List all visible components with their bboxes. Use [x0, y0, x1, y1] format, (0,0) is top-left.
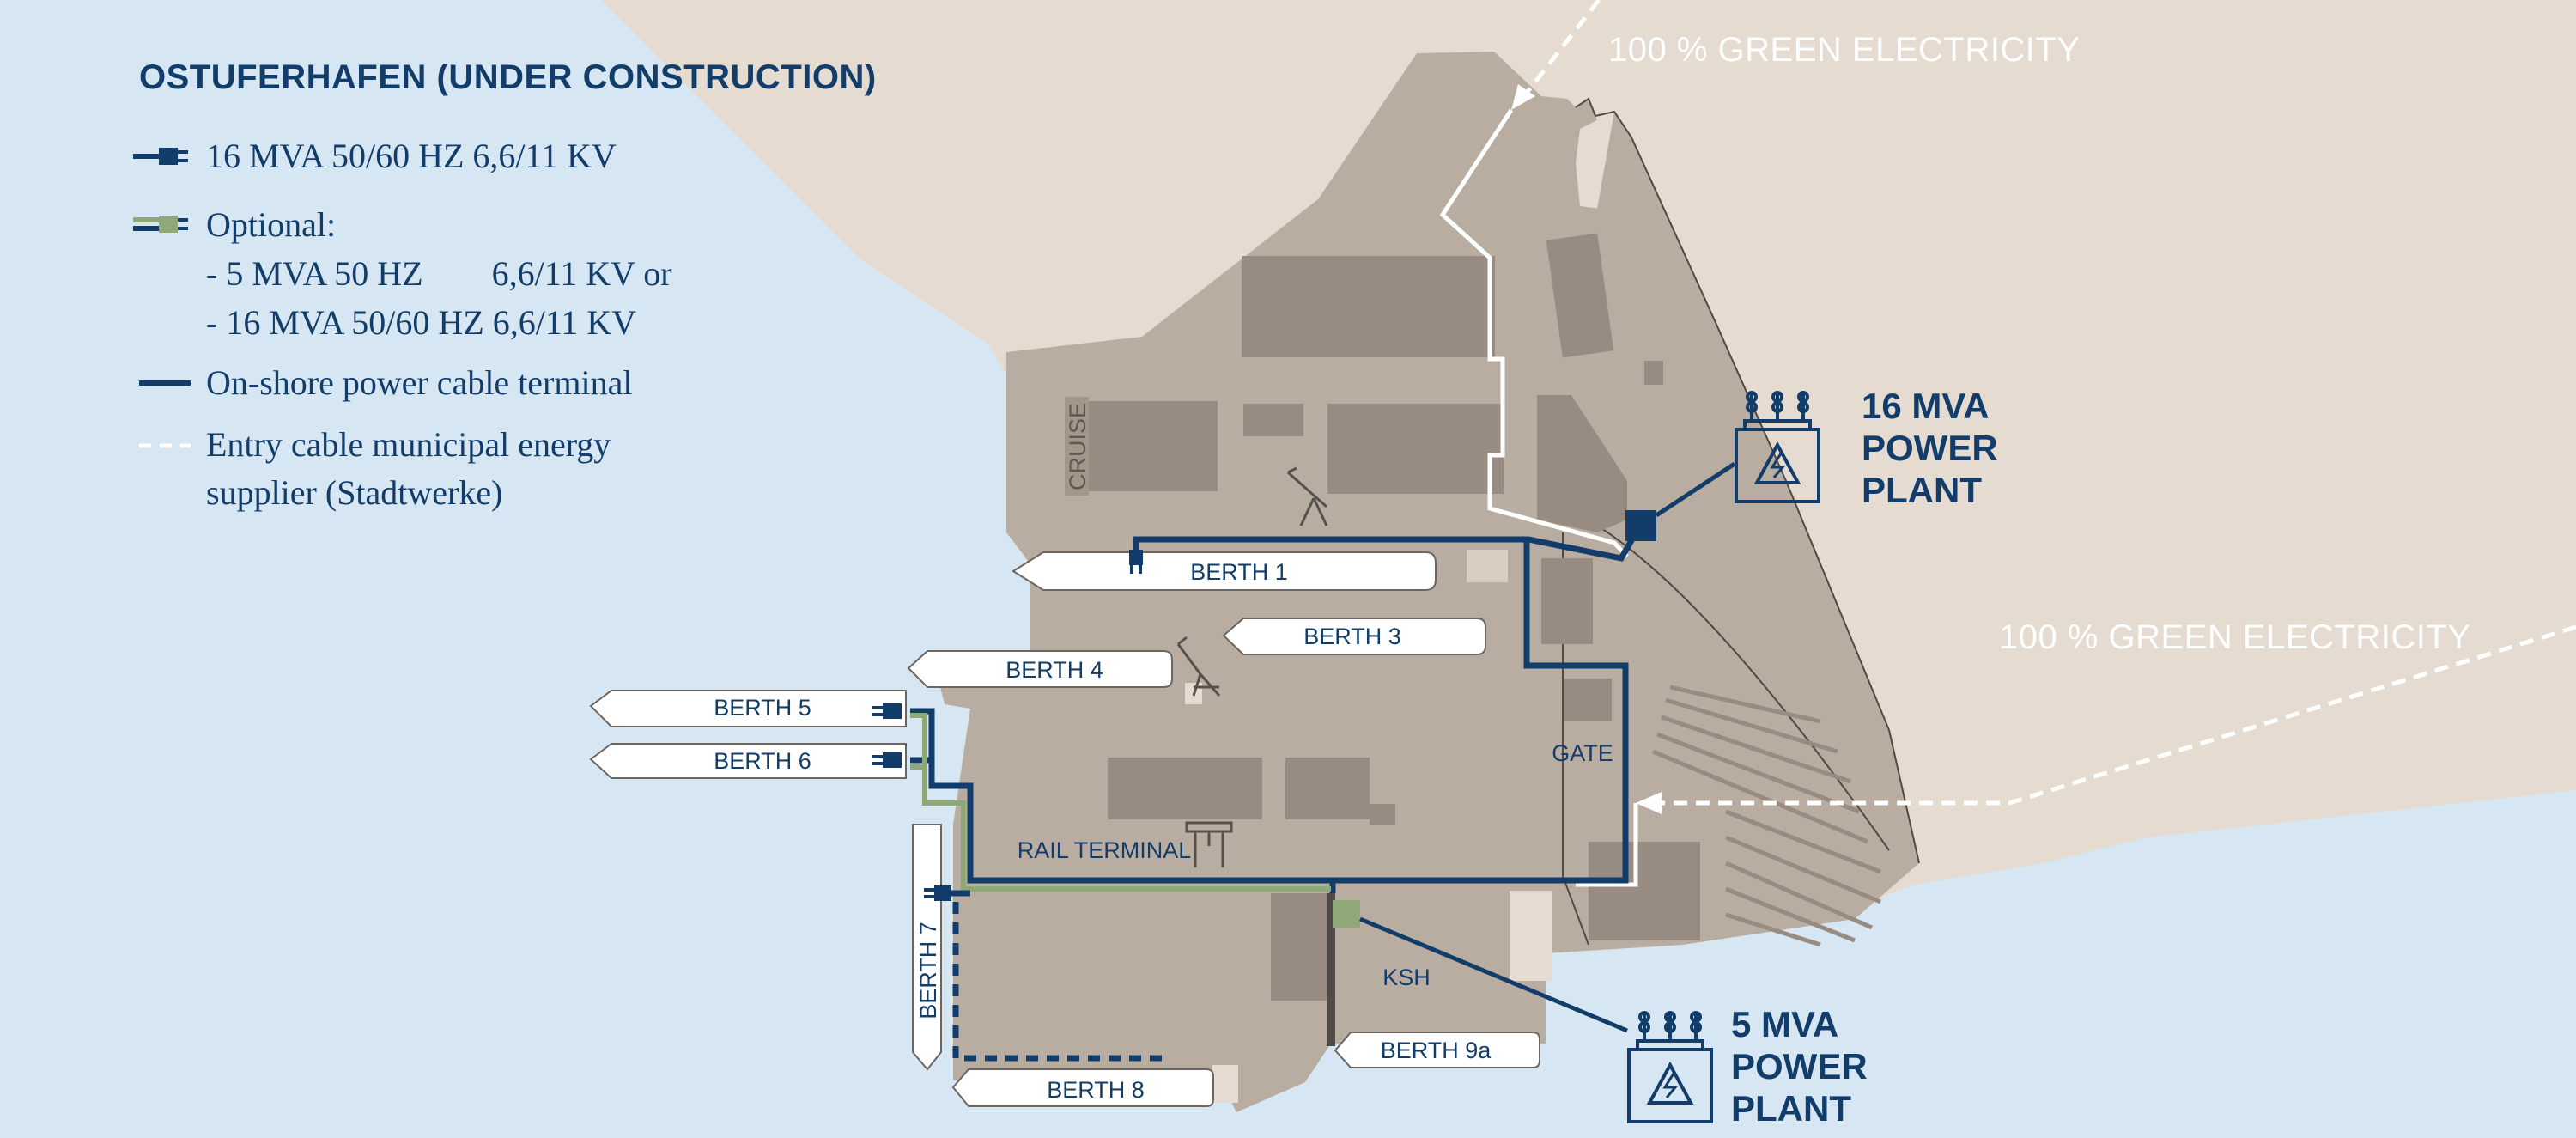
plant5-line1: 5 MVA [1731, 1004, 1839, 1044]
plug-icon [924, 885, 951, 901]
crane-icon [1287, 466, 1328, 526]
rail-terminal-label: RAIL TERMINAL [1018, 837, 1192, 863]
berth-5-label: BERTH 5 [714, 695, 811, 721]
plug-icon [872, 703, 902, 719]
east-road [1579, 514, 1890, 851]
plant5-line3: PLANT [1731, 1088, 1851, 1129]
berth-9a-label: BERTH 9a [1381, 1038, 1492, 1063]
berth-4-label: BERTH 4 [1005, 657, 1103, 683]
green-electricity-top-label: 100 % GREEN ELECTRICITY [1608, 31, 2081, 69]
terminal-cable-gate [1331, 539, 1629, 884]
ksh-label: KSH [1382, 965, 1431, 990]
parking-rows [1652, 685, 1881, 947]
cruise-label: CRUISE [1065, 403, 1091, 490]
light-plot [1510, 891, 1552, 981]
legend-title: OSTUFERHAFEN (UNDER CONSTRUCTION) [139, 58, 877, 96]
legend-item-terminal-cable: On-shore power cable terminal [206, 363, 633, 402]
5mva-connection-box [1333, 900, 1360, 928]
crane-icon [1176, 636, 1221, 697]
legend-item-optional-a: - 5 MVA 50 HZ 6,6/11 KV or [206, 253, 672, 294]
plant16-line3: PLANT [1862, 470, 1982, 510]
optional-cable [910, 713, 1331, 892]
legend-item-16mva: 16 MVA 50/60 HZ 6,6/11 KV [206, 137, 617, 175]
berth-8-label: BERTH 8 [1047, 1077, 1145, 1103]
plug-icon [1129, 550, 1143, 574]
power-plant-5mva-icon [1627, 1011, 1713, 1123]
berth-7-label: BERTH 7 [915, 922, 941, 1019]
plant16-line1: 16 MVA [1862, 386, 1990, 426]
legend-item-entry-cable-2: supplier (Stadtwerke) [206, 473, 503, 512]
16mva-connection-box [1625, 510, 1656, 541]
entry-arrow-north [1511, 84, 1535, 110]
legend-optional-a-right: 6,6/11 KV or [491, 254, 672, 293]
entry-cable-north-dashed [1522, 0, 1601, 98]
entry-cable-east [1576, 803, 1638, 887]
entry-arrow-east [1636, 792, 1662, 814]
green-electricity-right-label: 100 % GREEN ELECTRICITY [1999, 618, 2471, 656]
plant5-line2: POWER [1731, 1046, 1868, 1086]
berth-7-dashed-cable [952, 902, 1163, 1062]
5mva-feed-line [1359, 916, 1628, 1033]
legend-optional-a-left: - 5 MVA 50 HZ [206, 254, 423, 293]
power-plant-16mva-label: 16 MVA POWER PLANT [1862, 385, 1998, 511]
berth-ships [589, 551, 1540, 1107]
gate-label: GATE [1552, 740, 1613, 766]
east-shoreline [1575, 97, 1920, 864]
berth-1-label: BERTH 1 [1190, 559, 1288, 585]
legend-optional-symbol [133, 216, 188, 233]
legend-item-optional: Optional: [206, 205, 337, 244]
terminal-cable-south [910, 708, 1336, 893]
plant16-line2: POWER [1862, 428, 1998, 468]
legend-16mva-symbol [133, 148, 188, 165]
buildings [1065, 233, 1700, 1001]
light-plot [1212, 1065, 1238, 1103]
entry-cable-north [1439, 108, 1629, 558]
light-plot [1467, 550, 1508, 582]
legend-item-entry-cable-1: Entry cable municipal energy [206, 425, 611, 464]
plug-icon [872, 752, 902, 768]
power-plant-16mva-icon [1735, 391, 1820, 503]
berth-3-label: BERTH 3 [1303, 624, 1401, 649]
inner-road [1562, 532, 1589, 946]
gantry-crane-icon [1185, 821, 1233, 867]
legend-item-optional-b: - 16 MVA 50/60 HZ 6,6/11 KV [206, 303, 637, 342]
entry-cable-east-dashed [1662, 624, 2576, 806]
divider [1327, 893, 1335, 1046]
16mva-feed-line [1655, 461, 1736, 518]
power-plant-5mva-label: 5 MVA POWER PLANT [1731, 1003, 1868, 1129]
berth-6-label: BERTH 6 [714, 748, 811, 774]
